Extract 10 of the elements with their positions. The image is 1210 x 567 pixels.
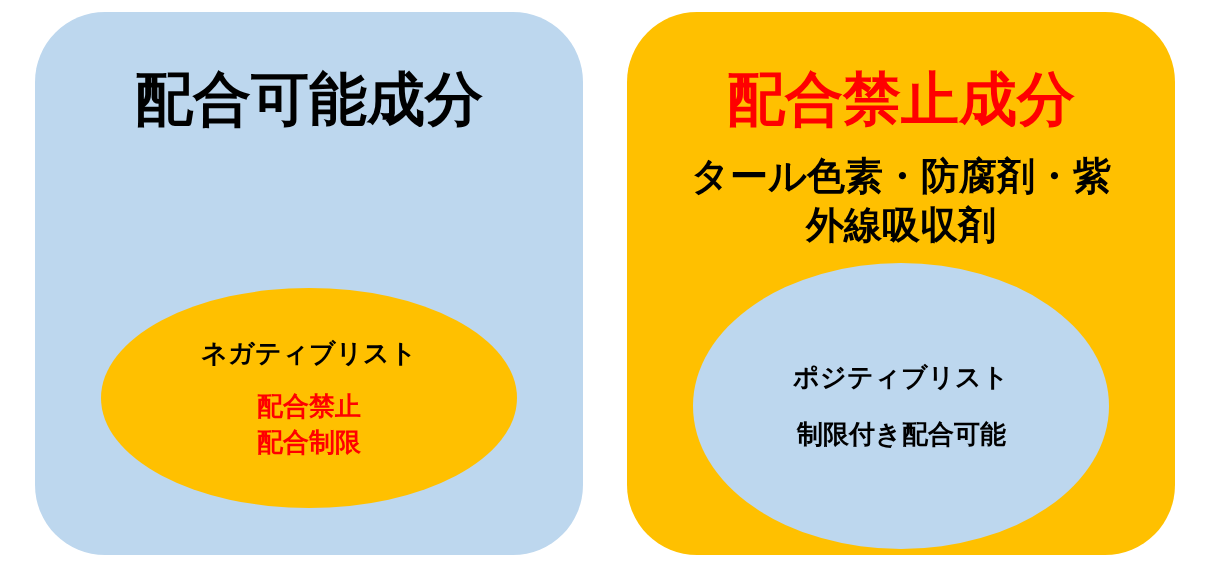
list-item: 制限付き配合可能 <box>796 418 1006 451</box>
rounded-panel <box>627 12 1175 555</box>
list-title: ポジティブリスト <box>793 360 1009 394</box>
rounded-panel <box>35 12 583 555</box>
list-item: 配合禁止 <box>257 390 361 424</box>
panel-subtitle: タール色素・防腐剤・紫外線吸収剤 <box>690 153 1112 250</box>
list-title: ネガティブリスト <box>201 337 417 371</box>
panel-title: 配合禁止成分 <box>726 64 1076 135</box>
list-item: 配合制限 <box>257 425 361 459</box>
panel-title: 配合可能成分 <box>134 64 484 135</box>
